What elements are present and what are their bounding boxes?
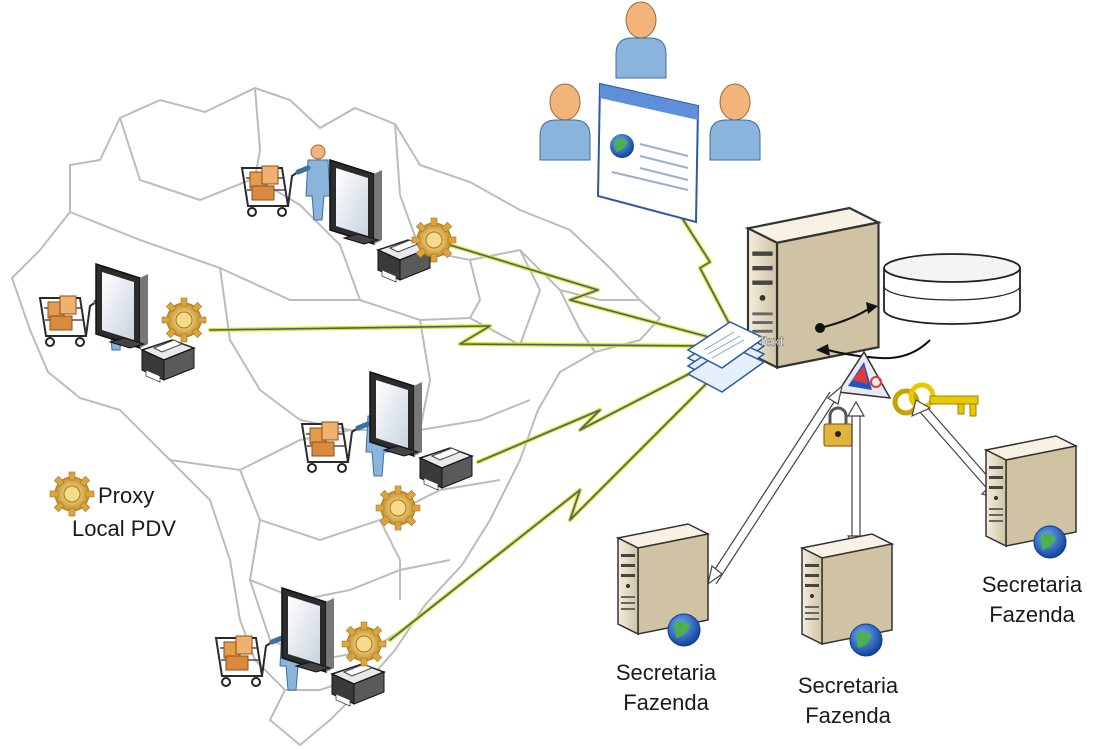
server-screen-text: Text: [758, 333, 784, 349]
link-left: [208, 324, 714, 348]
sefaz-server-left: [617, 523, 709, 647]
link-bottom: [388, 376, 714, 642]
legend-gear-icon: [49, 471, 95, 517]
legend-line2: Local PDV: [72, 516, 176, 541]
sefaz-label-line1: Secretaria: [615, 660, 717, 685]
printer-icon: [141, 339, 195, 383]
sefaz-label-line1: Secretaria: [797, 673, 899, 698]
sefaz-label-line2: Fazenda: [805, 703, 891, 728]
sefaz-server-middle: [801, 533, 893, 657]
pdv-left: [40, 263, 207, 383]
server-icon: [801, 533, 893, 645]
sefaz-label-line1: Secretaria: [981, 572, 1083, 597]
monitor-icon: [281, 587, 335, 673]
sync-arrow-icon: [819, 307, 871, 329]
server-icon: [985, 435, 1077, 547]
shopper-icon: [242, 145, 330, 220]
central-server: [686, 206, 1021, 393]
users-group: [539, 1, 761, 224]
gear-icon: [375, 485, 421, 531]
state-border: [379, 519, 401, 600]
monitor-icon: [95, 263, 149, 349]
printer-icon: [331, 663, 385, 707]
user-icon: [615, 1, 667, 79]
monitor-icon: [329, 159, 383, 245]
sefaz-label-middle: Secretaria Fazenda: [778, 671, 918, 731]
pdv-middle: [302, 371, 473, 531]
arrow-left-sefaz: [707, 384, 843, 586]
key-icon: [892, 382, 979, 417]
gear-icon: [161, 297, 207, 343]
document-stack-icon: [686, 321, 766, 393]
state-border: [248, 519, 451, 602]
state-border: [419, 319, 432, 431]
user-icon: [539, 83, 591, 161]
gear-icon: [341, 621, 387, 667]
sefaz-label-line2: Fazenda: [623, 690, 709, 715]
state-border: [254, 87, 262, 179]
state-border: [69, 211, 570, 346]
legend-label: Proxy: [98, 480, 154, 512]
state-border: [469, 259, 482, 319]
state-border: [239, 469, 501, 542]
padlock-icon: [823, 406, 853, 447]
link-top: [438, 240, 722, 342]
user-icon: [709, 83, 761, 161]
legend-label: Local PDV: [72, 513, 176, 545]
map-outline: [10, 86, 662, 747]
state-border: [394, 123, 640, 301]
link-middle: [476, 360, 714, 464]
sefaz-label-line2: Fazenda: [989, 602, 1075, 627]
sync-arrow-icon: [827, 339, 931, 360]
legend-line1: Proxy: [98, 483, 155, 508]
certificate-icon: [836, 350, 892, 399]
sefaz-label-right: Secretaria Fazenda: [962, 570, 1102, 630]
sefaz-server-right: [985, 435, 1077, 559]
state-border: [519, 249, 542, 346]
monitor-icon: [369, 371, 423, 457]
gear-icon: [411, 217, 457, 263]
link-portal: [680, 216, 732, 327]
pdv-bottom: [216, 587, 387, 707]
web-portal-icon: [596, 82, 700, 224]
sefaz-label-left: Secretaria Fazenda: [596, 658, 736, 718]
security-group: [823, 350, 979, 447]
network-links: [208, 216, 732, 642]
printer-icon: [419, 447, 473, 491]
database-icon: [883, 253, 1021, 325]
state-border: [119, 117, 361, 301]
